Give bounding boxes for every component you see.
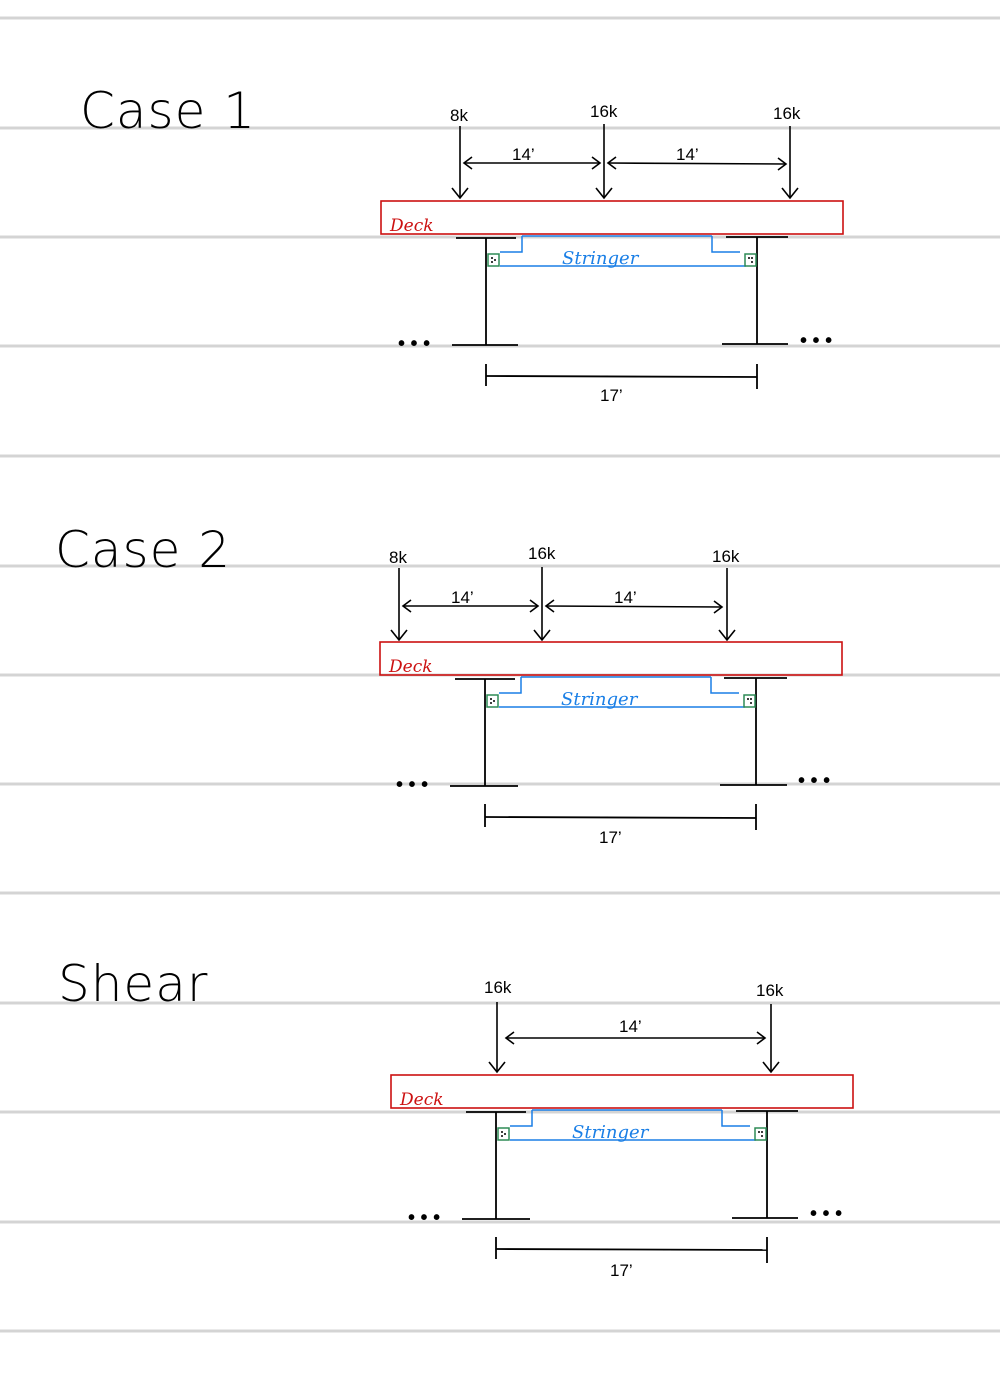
- continuation-ellipsis: • • •: [800, 330, 832, 352]
- arrowhead-right-icon: [777, 157, 788, 171]
- arrowhead-down-icon: [718, 629, 736, 642]
- stringer-label: Stringer: [572, 1122, 650, 1143]
- arrowhead-down-icon: [781, 187, 799, 200]
- arrowhead-right-icon: [713, 600, 724, 614]
- load-label: 8k: [389, 548, 407, 567]
- load-label: 16k: [590, 102, 618, 121]
- arrowhead-left-icon: [504, 1031, 515, 1045]
- stringer-flange: [711, 236, 740, 253]
- span-dimension: [485, 375, 758, 378]
- connector-icon: [486, 694, 499, 708]
- stringer-flange: [500, 236, 523, 253]
- continuation-ellipsis: • • •: [408, 1207, 440, 1229]
- arrowhead-down-icon: [533, 629, 551, 642]
- deck-label: Deck: [389, 216, 434, 236]
- shear-diagram: Shear 16k 16k 14’ Deck 17’: [58, 955, 854, 1280]
- span-dimension: [495, 1248, 768, 1251]
- continuation-ellipsis: • • •: [798, 770, 830, 792]
- case-2-diagram: Case 2 8k 16k 16k 14’ 14’ Deck: [55, 521, 843, 847]
- stringer-flange: [499, 677, 522, 694]
- case-title: Shear: [58, 955, 208, 1013]
- deck-label: Deck: [399, 1090, 444, 1110]
- load-label: 16k: [712, 547, 740, 566]
- stringer-flange: [710, 677, 739, 694]
- connector-icon: [754, 1127, 767, 1141]
- load-label: 8k: [450, 106, 468, 125]
- case-1-diagram: Case 1 8k 16k 16k 14’ 14’ Deck: [80, 82, 844, 405]
- arrowhead-down-icon: [390, 629, 408, 642]
- deck-label: Deck: [388, 657, 433, 677]
- spacing-label: 14’: [451, 588, 474, 607]
- span-label: 17’: [600, 386, 623, 405]
- load-label: 16k: [528, 544, 556, 563]
- arrowhead-right-icon: [756, 1031, 767, 1045]
- stringer-label: Stringer: [562, 248, 640, 269]
- spacing-label: 14’: [676, 145, 699, 164]
- span-label: 17’: [610, 1261, 633, 1280]
- case-title: Case 2: [55, 521, 231, 579]
- connector-icon: [487, 253, 500, 267]
- connector-icon: [744, 253, 757, 267]
- continuation-ellipsis: • • •: [398, 333, 430, 355]
- connector-icon: [497, 1127, 510, 1141]
- arrowhead-left-icon: [544, 599, 555, 613]
- stringer-flange: [721, 1110, 750, 1127]
- arrowhead-right-icon: [529, 599, 540, 613]
- load-label: 16k: [773, 104, 801, 123]
- connector-icon: [743, 694, 756, 708]
- dimension-line: [545, 605, 723, 608]
- arrowhead-right-icon: [591, 156, 602, 170]
- continuation-ellipsis: • • •: [810, 1203, 842, 1225]
- spacing-label: 14’: [614, 588, 637, 607]
- load-label: 16k: [484, 978, 512, 997]
- stringer-flange: [510, 1110, 533, 1127]
- span-label: 17’: [599, 828, 622, 847]
- spacing-label: 14’: [512, 145, 535, 164]
- arrowhead-left-icon: [462, 156, 473, 170]
- ruled-lines: [0, 16, 1000, 1333]
- deck: [380, 200, 844, 235]
- case-title: Case 1: [80, 82, 256, 140]
- deck: [390, 1074, 854, 1109]
- stringer-label: Stringer: [561, 689, 639, 710]
- deck: [379, 641, 843, 676]
- arrowhead-down-icon: [762, 1061, 780, 1074]
- arrowhead-down-icon: [451, 187, 469, 200]
- arrowhead-down-icon: [488, 1061, 506, 1074]
- span-dimension: [484, 816, 757, 819]
- dimension-line: [607, 162, 787, 165]
- spacing-label: 14’: [619, 1017, 642, 1036]
- continuation-ellipsis: • • •: [396, 774, 428, 796]
- arrowhead-down-icon: [595, 187, 613, 200]
- arrowhead-left-icon: [606, 156, 617, 170]
- arrowhead-left-icon: [401, 599, 412, 613]
- load-label: 16k: [756, 981, 784, 1000]
